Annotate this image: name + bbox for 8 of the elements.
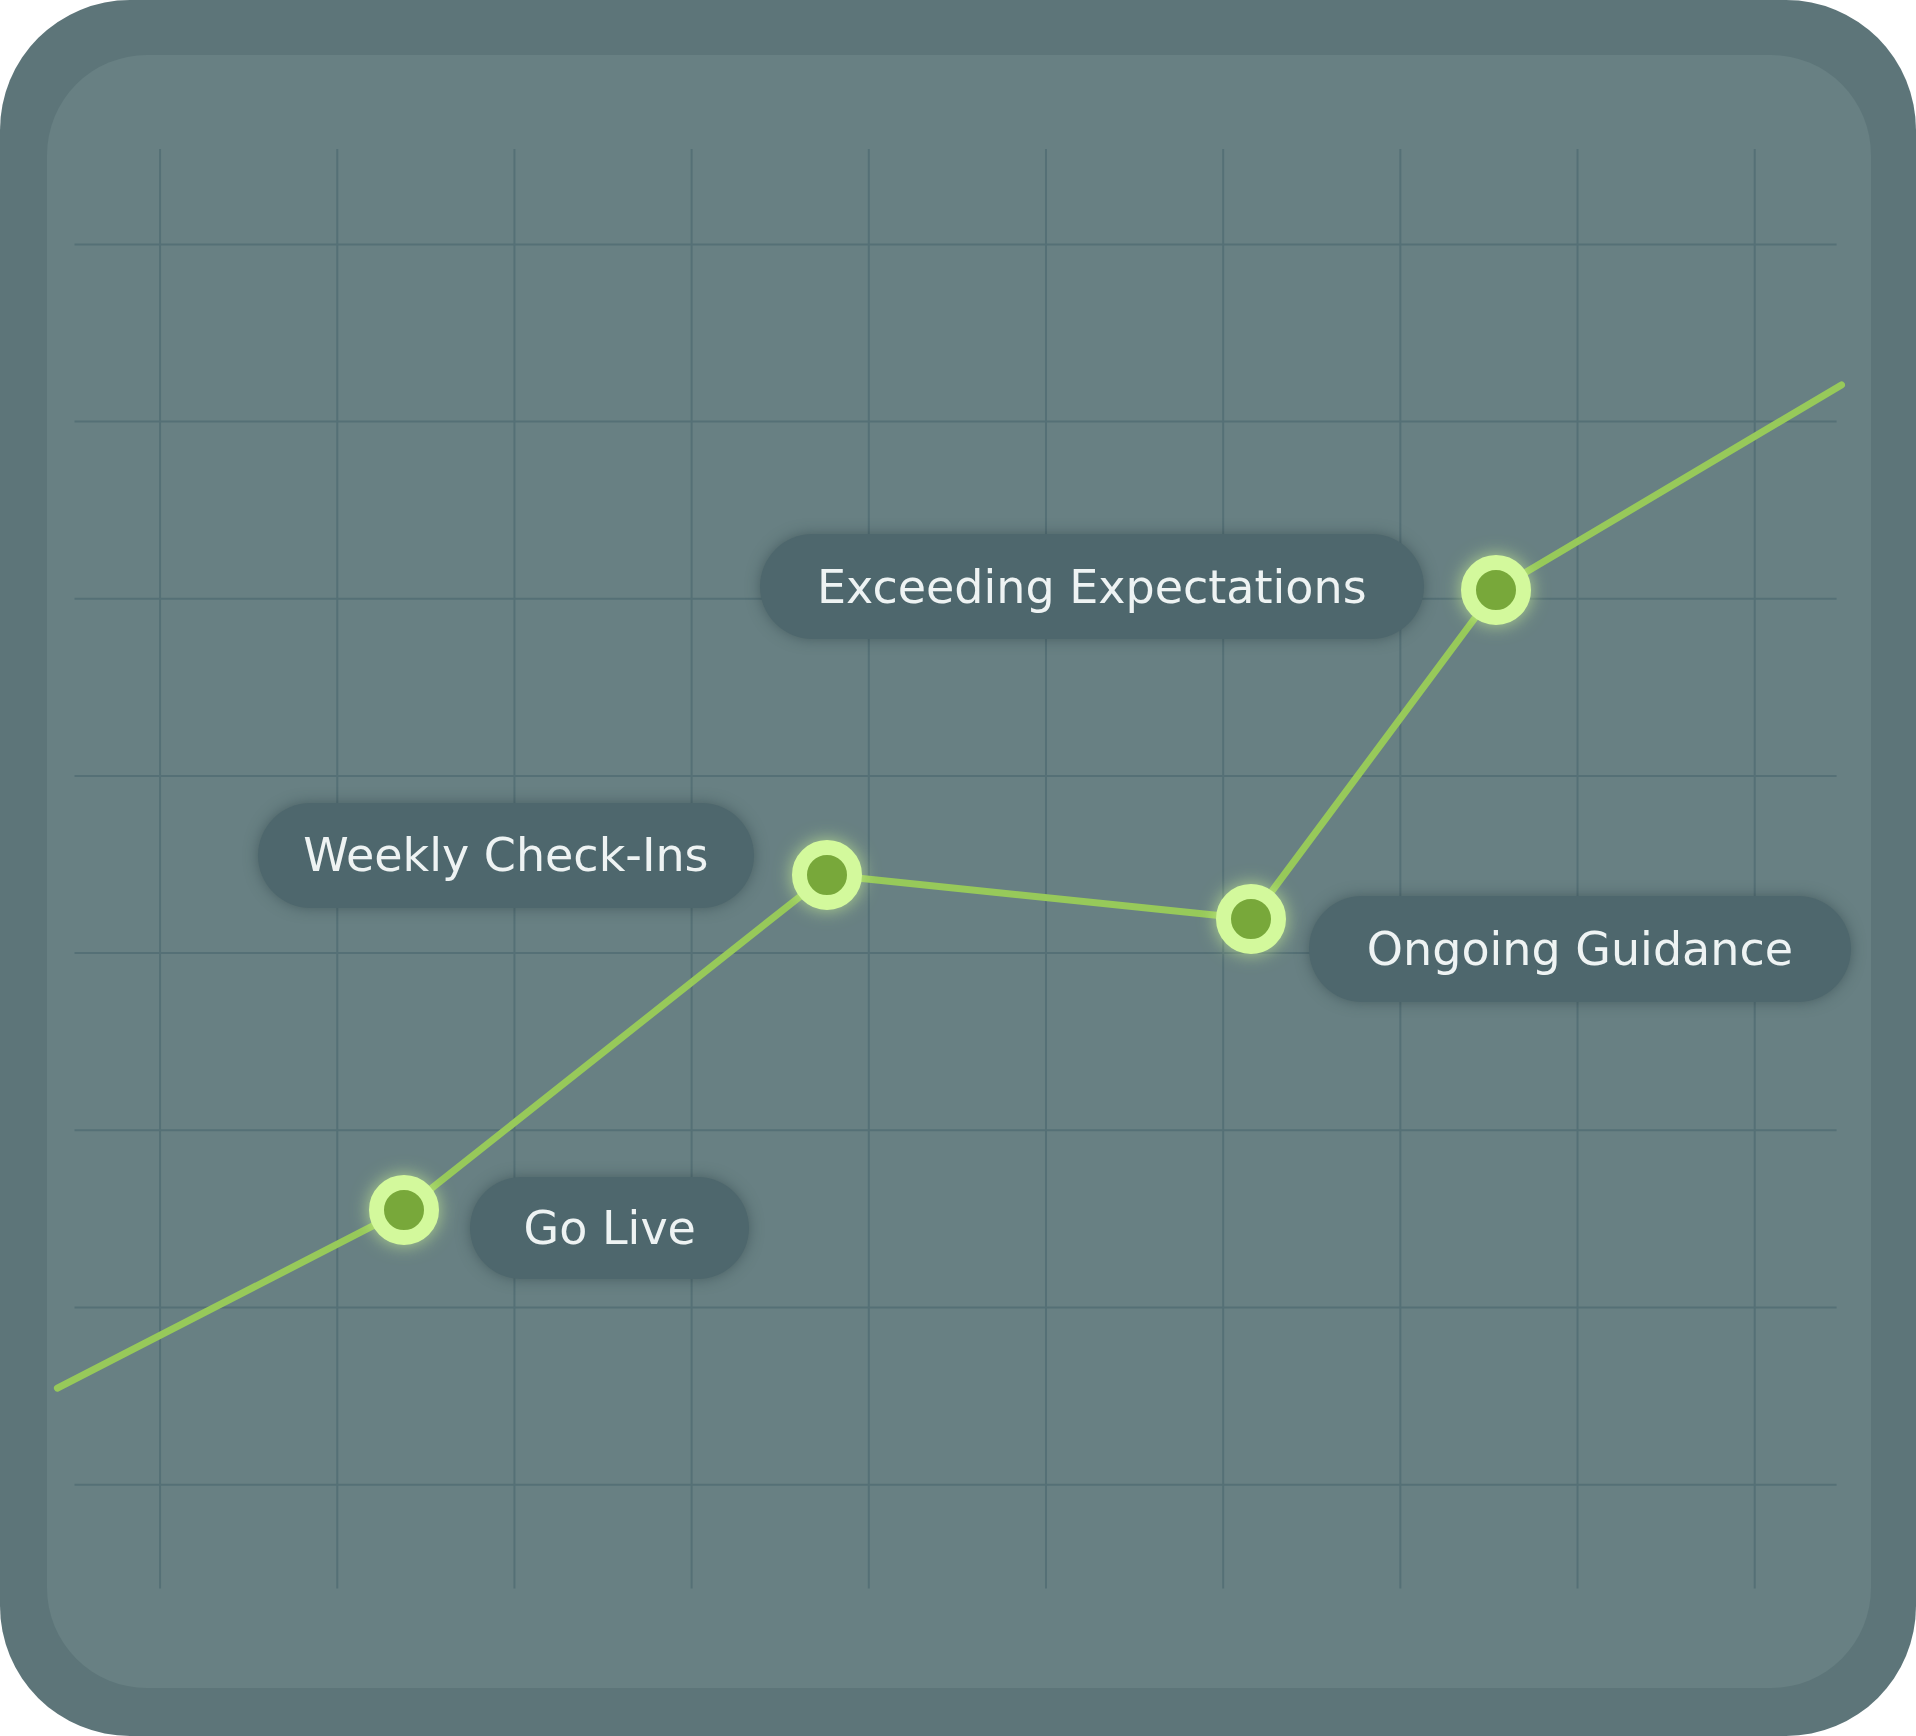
milestone-label: Weekly Check-Ins: [257, 802, 754, 908]
trend-line: [428, 893, 804, 1192]
trend-line: [1522, 381, 1845, 576]
milestone-label: Exceeding Expectations: [760, 534, 1424, 640]
milestone-label: Go Live: [470, 1176, 750, 1280]
trend-line: [53, 1222, 377, 1392]
trend-line: [1268, 614, 1479, 895]
milestone-label: Ongoing Guidance: [1308, 895, 1852, 1002]
